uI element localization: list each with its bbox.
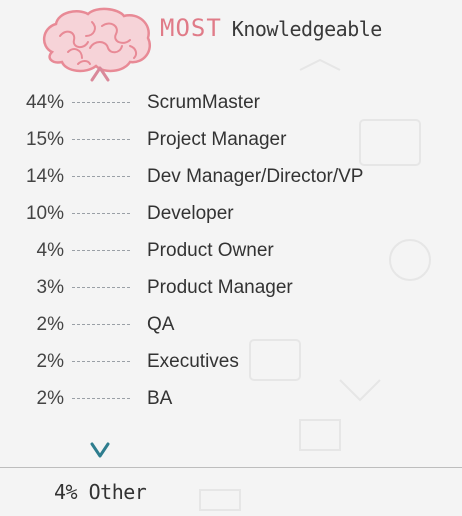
- leader-dash: [72, 324, 130, 325]
- chart-row: 2% QA: [0, 306, 462, 343]
- value-label: 44%: [25, 92, 64, 113]
- brain-icon: [43, 7, 151, 73]
- chart-row: 2% Executives: [0, 343, 462, 380]
- value-label: 2%: [36, 388, 64, 409]
- value-label: 3%: [36, 277, 64, 298]
- leader-dash: [72, 176, 130, 177]
- chart-row: 14% Dev Manager/Director/VP: [0, 158, 462, 195]
- category-label: QA: [147, 314, 175, 335]
- value-label: 14%: [25, 166, 64, 187]
- leader-dash: [72, 250, 130, 251]
- leader-dash: [72, 213, 130, 214]
- chart-row: 15% Project Manager: [0, 121, 462, 158]
- leader-dash: [72, 139, 130, 140]
- double-arrow-icon: [90, 66, 110, 458]
- value-label: 4%: [36, 240, 64, 261]
- title-emphasis: MOST: [160, 14, 222, 42]
- category-label: Dev Manager/Director/VP: [147, 166, 364, 187]
- value-label: 15%: [25, 129, 64, 150]
- category-label: BA: [147, 388, 173, 409]
- leader-dash: [72, 287, 130, 288]
- chart-row: 44% ScrumMaster: [0, 84, 462, 121]
- value-label: 10%: [25, 203, 64, 224]
- category-label: ScrumMaster: [147, 92, 260, 113]
- chart-title: MOST Knowledgeable: [160, 14, 382, 42]
- value-label: 2%: [36, 314, 64, 335]
- leader-dash: [72, 102, 130, 103]
- category-label: Project Manager: [147, 129, 287, 150]
- category-label: Developer: [147, 203, 234, 224]
- chart-row: 2% BA: [0, 380, 462, 417]
- chart-row: 10% Developer: [0, 195, 462, 232]
- chart-row: 3% Product Manager: [0, 269, 462, 306]
- category-label: Executives: [147, 351, 239, 372]
- category-label: Product Owner: [147, 240, 274, 261]
- leader-dash: [72, 398, 130, 399]
- divider: [0, 467, 462, 468]
- leader-dash: [72, 361, 130, 362]
- category-label: Product Manager: [147, 277, 293, 298]
- other-note: 4% Other: [54, 480, 147, 504]
- chart-header: MOST Knowledgeable: [0, 0, 462, 80]
- value-label: 2%: [36, 351, 64, 372]
- chart-row: 4% Product Owner: [0, 232, 462, 269]
- title-rest: Knowledgeable: [231, 17, 383, 41]
